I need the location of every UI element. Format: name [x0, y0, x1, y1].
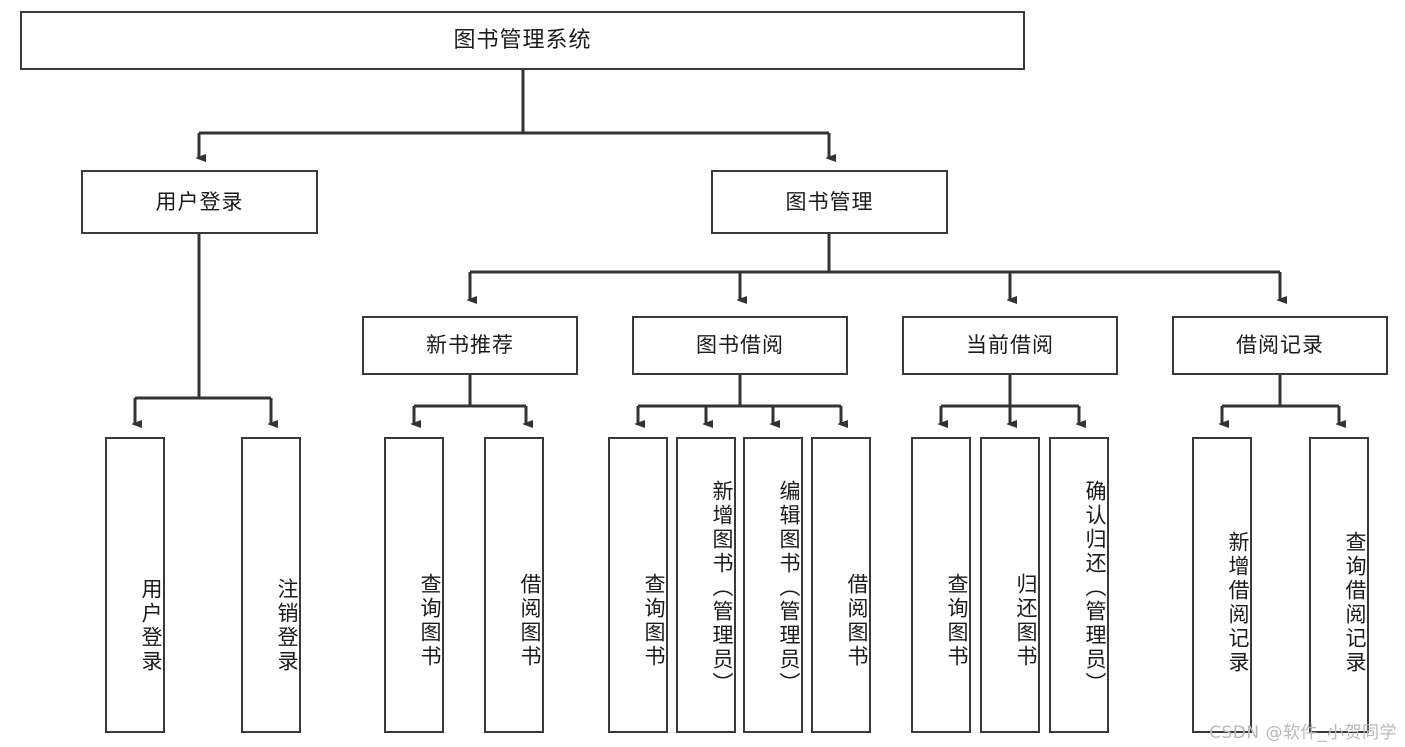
node-current-borrow[interactable]: 当前借阅	[902, 316, 1118, 375]
node-leaf-user-login[interactable]: 用户登录	[105, 437, 165, 733]
node-root[interactable]: 图书管理系统	[20, 11, 1025, 70]
node-user-login[interactable]: 用户登录	[81, 170, 318, 234]
node-leaf-query-book-2[interactable]: 查询图书	[608, 437, 668, 733]
node-leaf-add-book[interactable]: 新增图书（管理员）	[676, 437, 736, 733]
node-leaf-logout[interactable]: 注销登录	[241, 437, 301, 733]
node-leaf-borrow-book-1[interactable]: 借阅图书	[484, 437, 544, 733]
node-book-management[interactable]: 图书管理	[711, 170, 948, 234]
node-leaf-confirm-return[interactable]: 确认归还（管理员）	[1049, 437, 1109, 733]
node-new-book-recommendation[interactable]: 新书推荐	[362, 316, 578, 375]
node-leaf-borrow-book-2[interactable]: 借阅图书	[811, 437, 871, 733]
node-leaf-query-record[interactable]: 查询借阅记录	[1309, 437, 1369, 733]
node-leaf-query-book-3[interactable]: 查询图书	[911, 437, 971, 733]
node-borrow-record[interactable]: 借阅记录	[1172, 316, 1388, 375]
node-leaf-edit-book[interactable]: 编辑图书（管理员）	[743, 437, 803, 733]
node-leaf-add-record[interactable]: 新增借阅记录	[1192, 437, 1252, 733]
node-leaf-query-book-1[interactable]: 查询图书	[384, 437, 444, 733]
node-leaf-return-book[interactable]: 归还图书	[980, 437, 1040, 733]
node-book-borrow[interactable]: 图书借阅	[632, 316, 848, 375]
csdn-watermark: CSDN @软件_小贺同学	[1209, 723, 1397, 743]
